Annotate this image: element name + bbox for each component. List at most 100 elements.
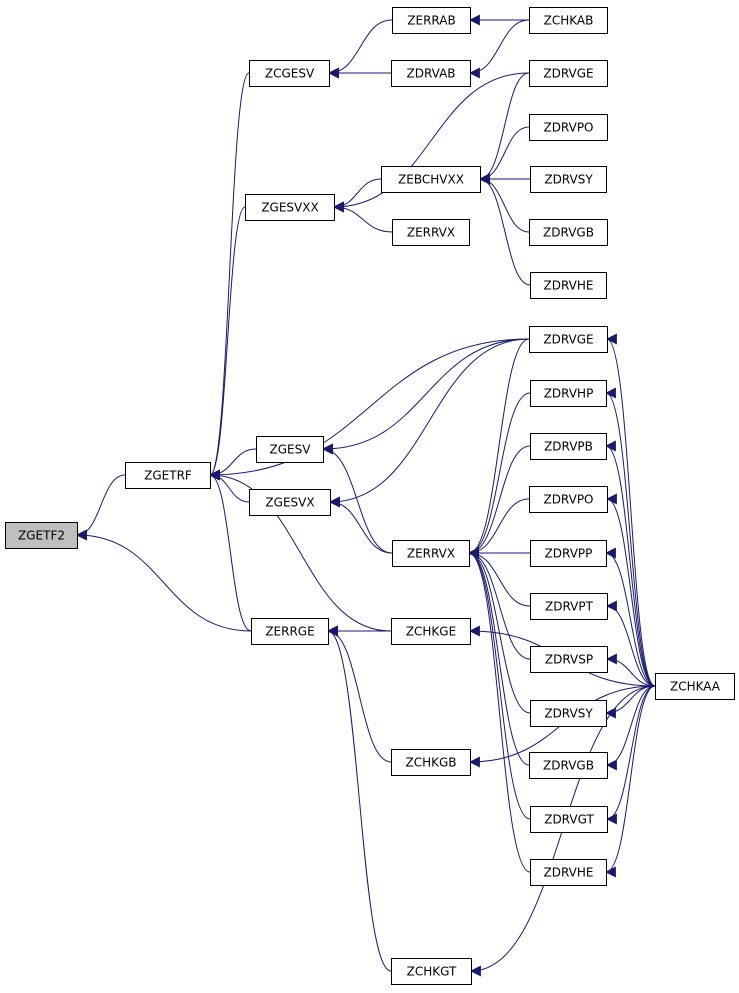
node-label-zdrvgt: ZDRVGT: [544, 813, 594, 827]
node-box-zgesvxx[interactable]: [245, 194, 335, 221]
node-box-zdrvgb[interactable]: [529, 752, 608, 779]
node-zchkgb[interactable]: ZCHKGB: [391, 749, 471, 776]
node-box-zdrvpb[interactable]: [530, 433, 607, 460]
node-box-zdrvge_top[interactable]: [529, 60, 608, 87]
node-label-zgetrf: ZGETRF: [144, 469, 192, 483]
node-zchkaa[interactable]: ZCHKAA: [655, 673, 735, 700]
edge-zchkaa-to-zdrvhp: [604, 387, 656, 687]
edge-zdrvhe-to-zerrvx: [467, 547, 531, 873]
node-box-zchkgt[interactable]: [391, 958, 472, 985]
node-box-zchkaa[interactable]: [655, 673, 735, 700]
edge-zdrvge-to-zgetrf: [208, 338, 530, 481]
edge-zdrvge_top-to-zebchvxx: [478, 72, 530, 185]
edge-zchkaa-to-zdrvhe: [604, 685, 656, 878]
node-zdrvhe[interactable]: ZDRVHE: [530, 859, 607, 886]
edge-zerrab-to-zcgesv: [327, 19, 393, 79]
node-zgesvx[interactable]: ZGESVX: [249, 489, 331, 516]
node-zdrvpb[interactable]: ZDRVPB: [530, 433, 607, 460]
node-label-zgesvx: ZGESVX: [265, 496, 314, 510]
node-label-zdrvsy_top: ZDRVSY: [544, 173, 593, 187]
node-zerrvx[interactable]: ZERRVX: [392, 540, 470, 567]
node-zdrvsy_top[interactable]: ZDRVSY: [530, 166, 607, 193]
node-label-zdrvpb: ZDRVPB: [544, 440, 593, 454]
node-zebchvxx[interactable]: ZEBCHVXX: [381, 166, 481, 193]
node-box-zcgesv[interactable]: [249, 60, 330, 87]
node-box-zdrvge[interactable]: [529, 326, 608, 353]
node-label-zdrvgb: ZDRVGB: [543, 759, 594, 773]
node-box-zgetf2[interactable]: [5, 522, 78, 549]
edge-zchkgb-to-zerrge: [326, 625, 392, 763]
edge-zdrvge-to-zgesvx: [328, 338, 530, 508]
node-box-zdrvsy[interactable]: [530, 700, 607, 727]
node-box-zdrvgb_top[interactable]: [529, 219, 608, 246]
node-zerrab[interactable]: ZERRAB: [392, 7, 471, 34]
edge-zchkaa-to-zdrvpb: [604, 440, 656, 687]
node-box-zgesv[interactable]: [256, 436, 324, 463]
node-zerrge[interactable]: ZERRGE: [251, 618, 329, 645]
node-box-zdrvpp[interactable]: [530, 540, 607, 567]
node-box-zdrvsy_top[interactable]: [530, 166, 607, 193]
node-box-zdrvhe_top[interactable]: [530, 272, 607, 299]
edge-zgetrf-to-zgetf2: [75, 474, 126, 541]
node-zdrvge_top[interactable]: ZDRVGE: [529, 60, 608, 87]
node-zdrvgb[interactable]: ZDRVGB: [529, 752, 608, 779]
node-label-zebchvxx: ZEBCHVXX: [398, 173, 464, 187]
edge-zchkgt-to-zerrge: [326, 625, 392, 972]
node-box-zdrvgt[interactable]: [530, 806, 608, 833]
node-label-zdrvge_top: ZDRVGE: [543, 67, 593, 81]
edge-zerrvx-to-zgesv: [321, 443, 393, 554]
node-zdrvge[interactable]: ZDRVGE: [529, 326, 608, 353]
node-box-zdrvpo[interactable]: [529, 486, 608, 513]
node-box-zgesvx[interactable]: [249, 489, 331, 516]
edge-zchkaa-to-zdrvpo: [605, 493, 656, 687]
node-label-zdrvhp: ZDRVHP: [544, 387, 594, 401]
node-zgesvxx[interactable]: ZGESVXX: [245, 194, 335, 221]
nodes: ZGETF2 ZGETRF ZERRGE ZCGESV ZGESVXX ZGESV ZGES…: [5, 7, 735, 985]
node-zgetf2[interactable]: ZGETF2: [5, 522, 78, 549]
node-zchkgt[interactable]: ZCHKGT: [391, 958, 472, 985]
node-box-zgetrf[interactable]: [125, 462, 211, 489]
node-zdrvgb_top[interactable]: ZDRVGB: [529, 219, 608, 246]
node-box-zerrvx_top[interactable]: [392, 219, 470, 246]
edge-zdrvpo_top-to-zebchvxx: [478, 126, 530, 185]
node-box-zchkge[interactable]: [391, 618, 471, 645]
node-box-zerrvx[interactable]: [392, 540, 470, 567]
edge-zchkaa-to-zdrvpp: [604, 547, 656, 687]
node-box-zdrvpo_top[interactable]: [529, 114, 608, 141]
node-label-zchkgb: ZCHKGB: [405, 756, 456, 770]
node-box-zdrvhe[interactable]: [530, 859, 607, 886]
node-box-zchkgb[interactable]: [391, 749, 471, 776]
node-zdrvpt[interactable]: ZDRVPT: [530, 593, 608, 620]
node-zdrvpo_top[interactable]: ZDRVPO: [529, 114, 608, 141]
edge-zchkaa-to-zdrvgt: [605, 685, 656, 825]
node-box-zebchvxx[interactable]: [381, 166, 481, 193]
node-box-zdrvhp[interactable]: [530, 380, 607, 407]
node-zgesv[interactable]: ZGESV: [256, 436, 324, 463]
node-box-zerrab[interactable]: [392, 7, 471, 34]
node-zdrvab[interactable]: ZDRVAB: [391, 60, 471, 87]
node-box-zdrvsp[interactable]: [530, 646, 608, 673]
node-label-zdrvpo: ZDRVPO: [543, 493, 593, 507]
node-zdrvsy[interactable]: ZDRVSY: [530, 700, 607, 727]
node-zdrvpo[interactable]: ZDRVPO: [529, 486, 608, 513]
node-zdrvsp[interactable]: ZDRVSP: [530, 646, 608, 673]
node-box-zchkab[interactable]: [529, 7, 608, 34]
node-zchkge[interactable]: ZCHKGE: [391, 618, 471, 645]
node-box-zerrge[interactable]: [251, 618, 329, 645]
node-zchkab[interactable]: ZCHKAB: [529, 7, 608, 34]
edge-zdrvsp-to-zerrvx: [467, 547, 531, 660]
edge-zdrvge_top-to-zgesvxx: [332, 72, 530, 213]
node-zdrvgt[interactable]: ZDRVGT: [530, 806, 608, 833]
node-zdrvhp[interactable]: ZDRVHP: [530, 380, 607, 407]
node-zdrvhe_top[interactable]: ZDRVHE: [530, 272, 607, 299]
edge-zerrge-to-zgetrf: [208, 469, 252, 632]
edge-zerrge-to-zgetf2: [75, 529, 252, 632]
node-label-zchkab: ZCHKAB: [544, 14, 594, 28]
node-zdrvpp[interactable]: ZDRVPP: [530, 540, 607, 567]
node-box-zdrvab[interactable]: [391, 60, 471, 87]
node-zcgesv[interactable]: ZCGESV: [249, 60, 330, 87]
node-zgetrf[interactable]: ZGETRF: [125, 462, 211, 489]
edge-zgesvxx-to-zgetrf: [208, 206, 246, 481]
node-zerrvx_top[interactable]: ZERRVX: [392, 219, 470, 246]
node-box-zdrvpt[interactable]: [530, 593, 608, 620]
